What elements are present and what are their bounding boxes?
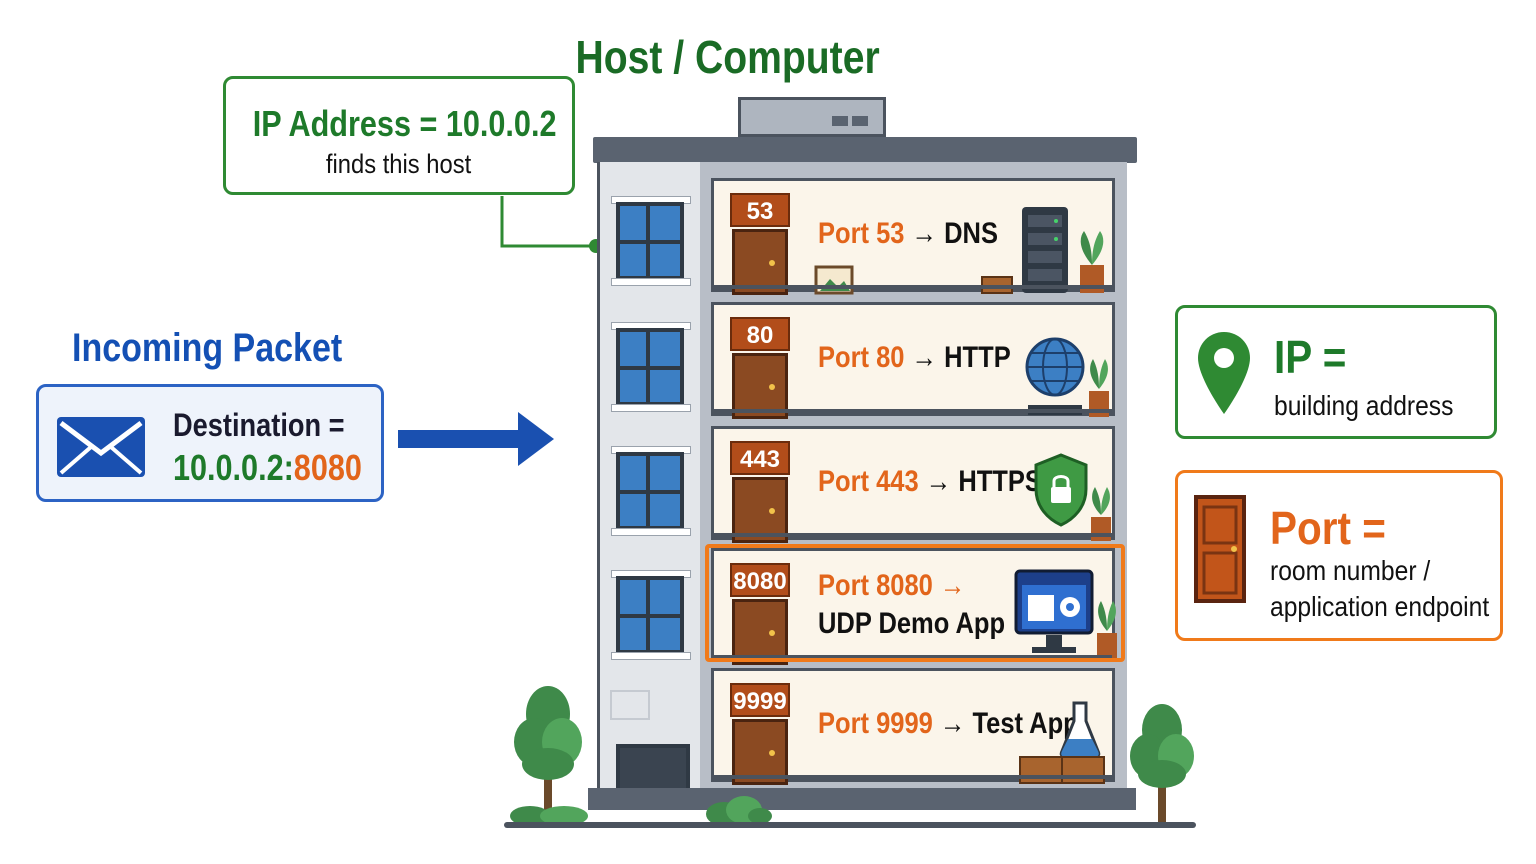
roof-vent <box>852 116 868 126</box>
flask-icon <box>1059 701 1101 759</box>
building-window <box>616 576 684 654</box>
door-icon <box>732 229 788 295</box>
service-name: UDP Demo App <box>818 607 1006 640</box>
port-legend-box: Port = room number / application endpoin… <box>1175 470 1503 641</box>
bush-icon <box>706 796 772 824</box>
roof-vent <box>832 116 848 126</box>
arrow-glyph: → <box>939 707 966 740</box>
port-name: Port 80 <box>818 341 905 374</box>
arrow-glyph: → <box>911 341 938 374</box>
incoming-packet-box: Destination = 10.0.0.2:8080 <box>36 384 384 502</box>
ip-legend-box: IP = building address <box>1175 305 1497 439</box>
cabinet-icon <box>1019 756 1105 784</box>
destination-label: Destination = <box>173 407 345 443</box>
roof-unit <box>738 97 886 137</box>
window-sill <box>611 278 691 286</box>
port-label: Port 53 → DNS <box>818 217 1030 251</box>
port-name: Port 8080 <box>818 569 933 602</box>
service-name: Test App <box>972 707 1079 740</box>
door-icon <box>1194 495 1246 603</box>
arrow-glyph: → <box>939 569 966 602</box>
building-front-door <box>616 744 690 794</box>
location-pin-icon <box>1198 332 1250 414</box>
ip-legend-description: building address <box>1274 390 1454 421</box>
port-number-tag: 53 <box>730 193 790 227</box>
port-legend-title: Port = <box>1270 502 1386 554</box>
bush-icon <box>510 806 588 826</box>
window-sill <box>611 652 691 660</box>
ip-callout-subtitle: finds this host <box>326 149 472 179</box>
port-legend-description-line2: application endpoint <box>1270 591 1490 622</box>
incoming-packet-title: Incoming Packet <box>72 326 343 370</box>
shield-lock-icon <box>1034 453 1088 527</box>
ip-callout-value: 10.0.0.2 <box>445 103 557 144</box>
ip-callout-equals: = <box>419 103 438 144</box>
ground-line <box>504 822 1196 828</box>
port-label: Port 8080 → UDP Demo App <box>818 569 1112 641</box>
port-number-tag: 80 <box>730 317 790 351</box>
floor-port-9999: 9999 Port 9999 → Test App <box>711 668 1115 785</box>
port-name: Port 53 <box>818 217 905 250</box>
ip-address-callout: IP Address = 10.0.0.2 finds this host <box>223 76 575 195</box>
floor-port-8080: 8080 Port 8080 → UDP Demo App <box>711 548 1117 665</box>
highlighted-floor-outline <box>705 544 1125 662</box>
building-roof <box>593 137 1137 163</box>
arrow-glyph: → <box>925 465 952 498</box>
server-rack-icon <box>1022 207 1068 293</box>
destination-port: 8080 <box>293 447 362 488</box>
floor-shelf <box>714 409 1112 413</box>
diagram-title: Host / Computer <box>575 31 880 83</box>
ip-callout-label: IP Address <box>252 103 411 144</box>
service-name: DNS <box>944 217 998 250</box>
door-icon <box>732 477 788 543</box>
floor-shelf <box>714 285 1112 289</box>
port-number-tag: 8080 <box>730 563 790 597</box>
port-label: Port 80 → HTTP <box>818 341 1045 375</box>
destination-value: 10.0.0.2:8080 <box>173 447 362 489</box>
port-legend-description-line1: room number / <box>1270 555 1431 586</box>
port-number-tag: 9999 <box>730 683 790 717</box>
picture-frame-icon <box>814 265 854 295</box>
ip-legend-title: IP = <box>1274 331 1347 383</box>
brick-detail <box>610 690 650 720</box>
floor-port-53: 53 Port 53 → DNS <box>711 178 1115 295</box>
floor-port-80: 80 Port 80 → HTTP <box>711 302 1115 419</box>
building-base <box>588 788 1136 810</box>
port-label: Port 9999 → Test App <box>818 707 1125 741</box>
window-sill <box>611 528 691 536</box>
packet-arrow-shaft <box>398 430 522 448</box>
port-name: Port 9999 <box>818 707 933 740</box>
door-icon <box>732 599 788 665</box>
floor-shelf <box>714 533 1112 537</box>
port-number-tag: 443 <box>730 441 790 475</box>
door-icon <box>732 353 788 419</box>
monitor-gear-icon <box>1014 569 1094 653</box>
destination-separator: : <box>283 447 294 488</box>
tree-icon <box>1130 704 1194 822</box>
globe-icon <box>1025 337 1085 415</box>
port-name: Port 443 <box>818 465 919 498</box>
arrow-glyph: → <box>911 217 938 250</box>
service-name: HTTP <box>944 341 1011 374</box>
floor-port-443: 443 Port 443 → HTTPS <box>711 426 1115 543</box>
floor-shelf <box>714 775 1112 779</box>
tree-icon <box>514 686 582 822</box>
plant-icon <box>1080 231 1104 293</box>
port-label: Port 443 → HTTPS <box>818 465 1081 499</box>
building-window <box>616 452 684 530</box>
destination-ip: 10.0.0.2 <box>173 447 284 488</box>
packet-arrow-head <box>518 412 554 466</box>
service-name: HTTPS <box>958 465 1042 498</box>
envelope-icon <box>57 417 145 477</box>
building-window <box>616 328 684 406</box>
floor-shelf <box>714 655 1112 659</box>
plant-icon <box>1097 601 1117 659</box>
building-window <box>616 202 684 280</box>
window-sill <box>611 404 691 412</box>
door-icon <box>732 719 788 785</box>
